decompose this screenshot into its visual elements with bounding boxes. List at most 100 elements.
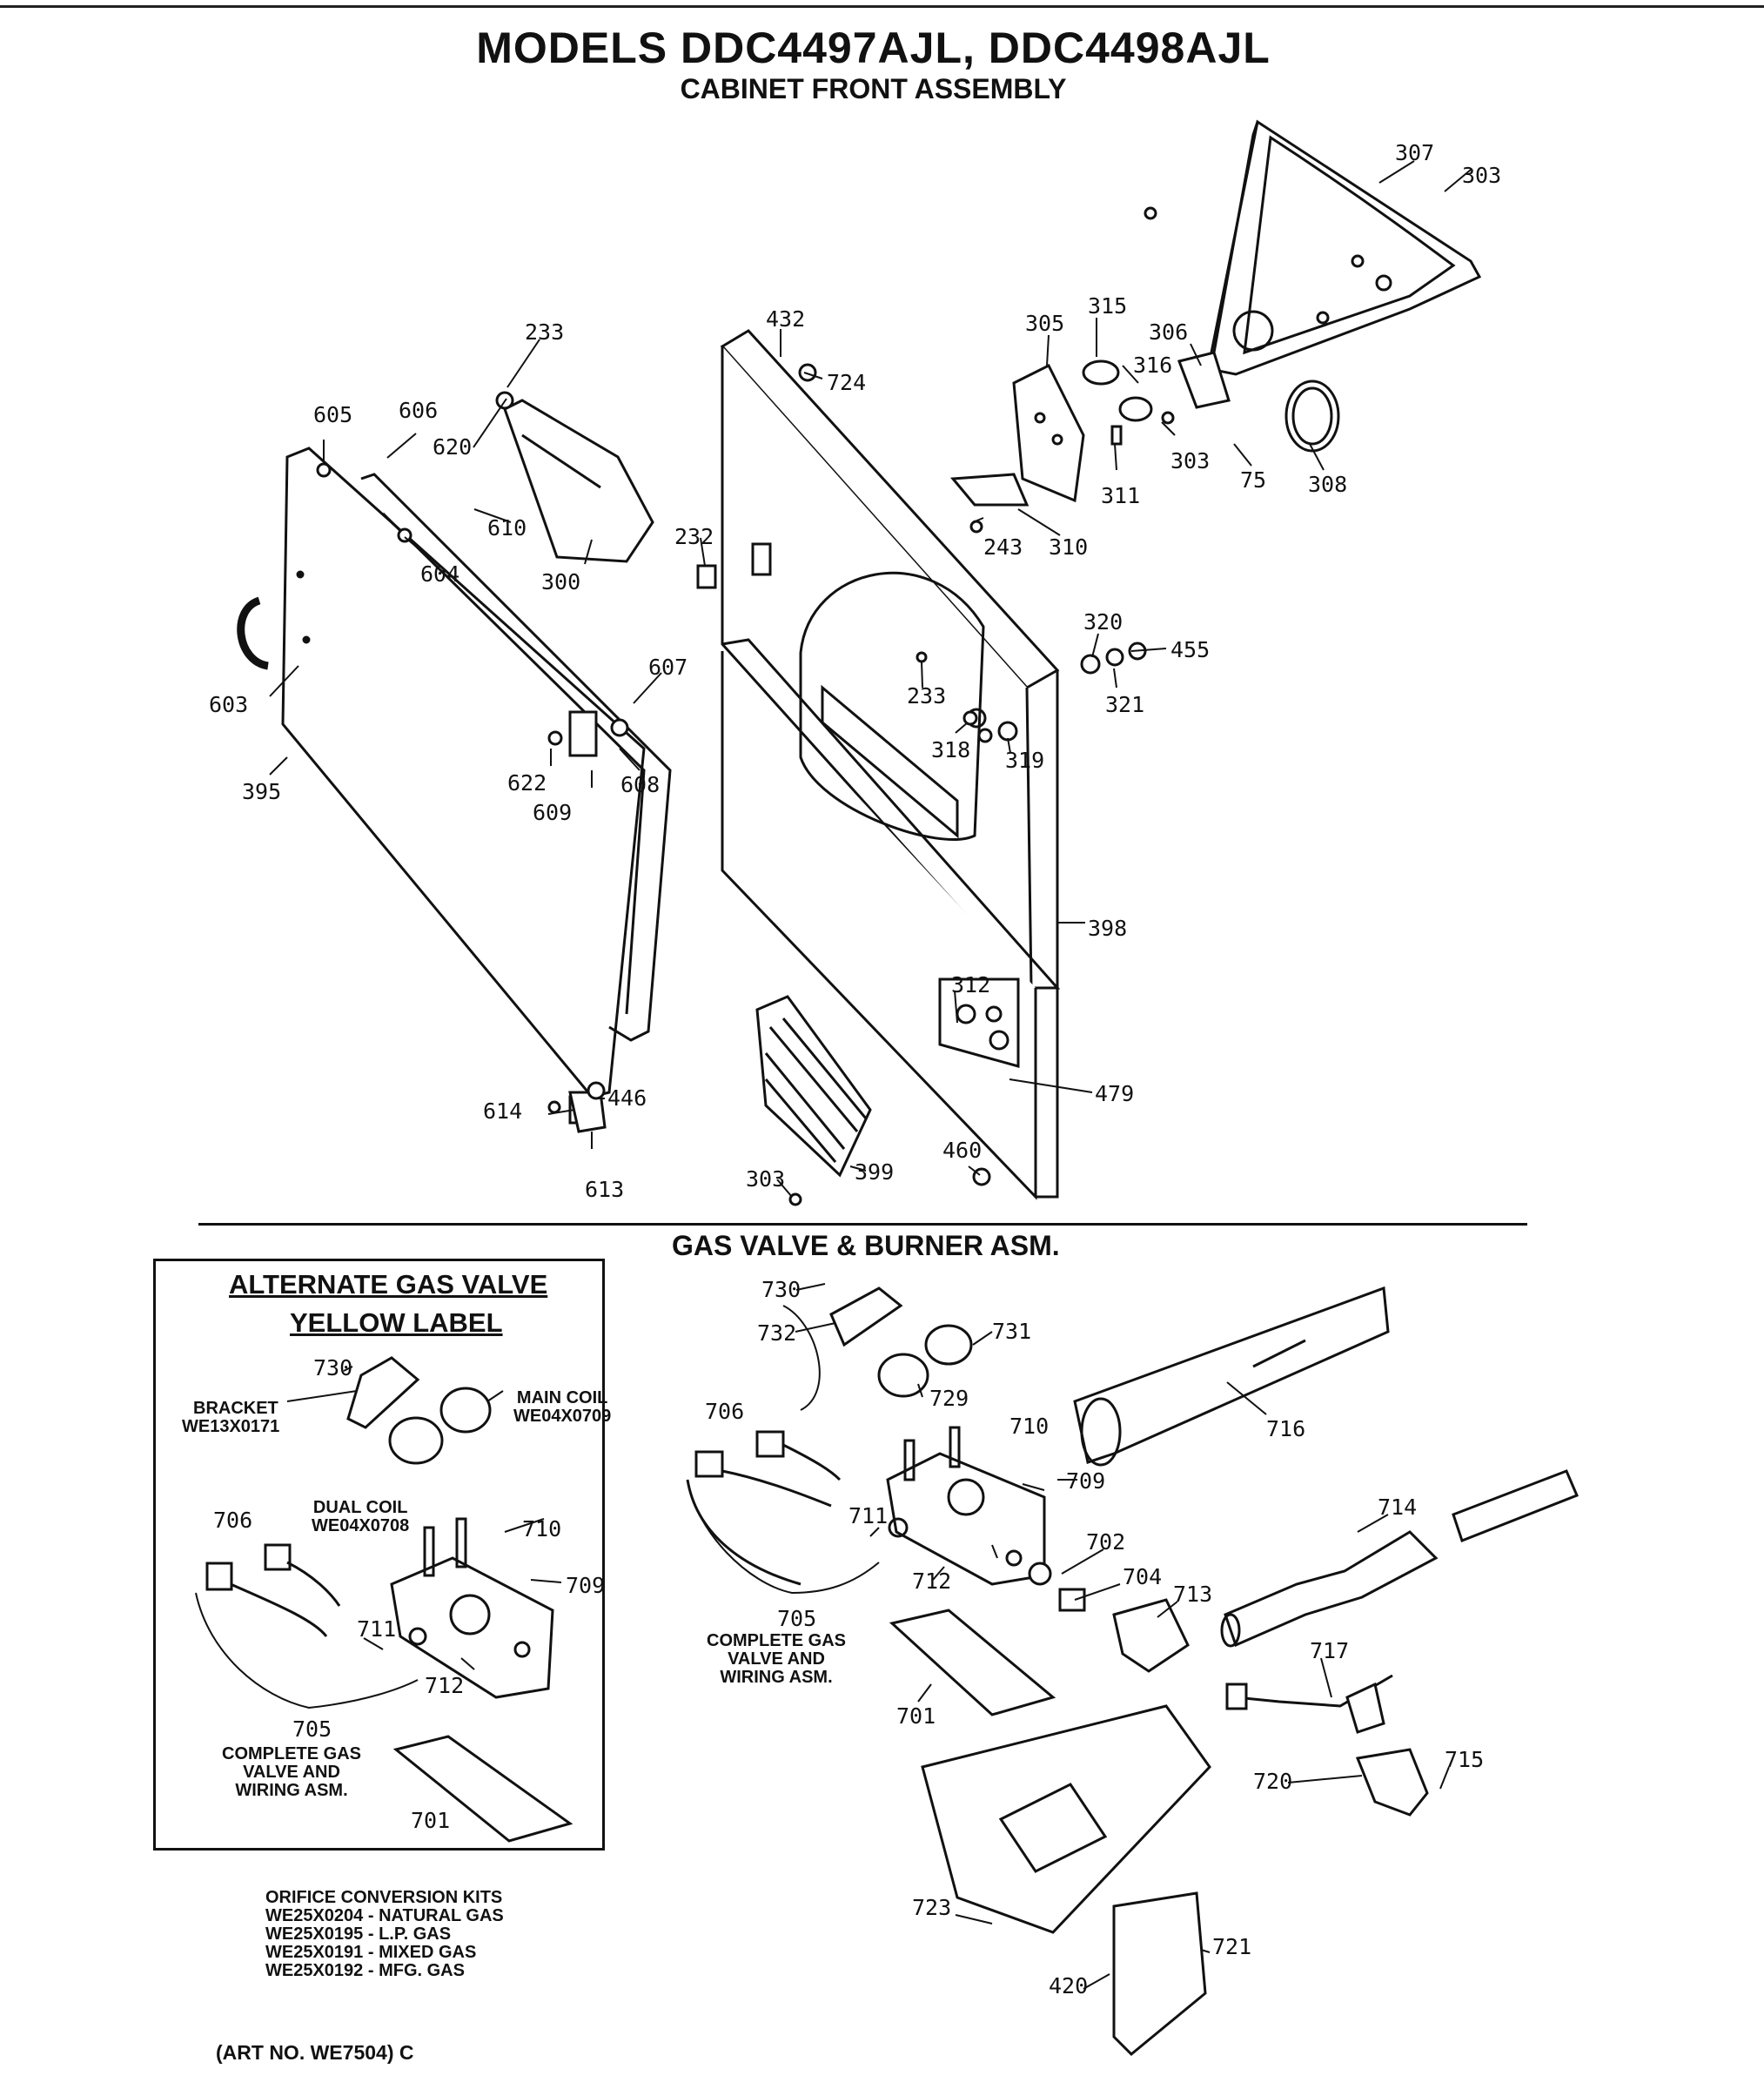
dual-coil-name: DUAL COIL <box>312 1498 408 1517</box>
kit-item: WE25X0204 - NATURAL GAS <box>265 1906 504 1925</box>
callout-232: 232 <box>674 524 714 549</box>
callout-729: 729 <box>929 1386 969 1411</box>
alt-complete-line2: VALVE AND <box>243 1763 340 1782</box>
callout-606: 606 <box>399 398 438 423</box>
alt-complete-asm-label: COMPLETE GAS VALVE AND WIRING ASM. <box>222 1745 361 1800</box>
callout-303: 303 <box>746 1166 785 1192</box>
callout-460: 460 <box>942 1138 982 1163</box>
callout-620: 620 <box>433 434 472 460</box>
callout-731: 731 <box>992 1319 1031 1344</box>
callout-622: 622 <box>507 770 547 796</box>
callout-712: 712 <box>425 1673 464 1698</box>
callout-702: 702 <box>1086 1529 1125 1555</box>
callout-labels: 307 303 305 315 306 316 303 75 308 311 2… <box>209 140 1501 1998</box>
callout-312: 312 <box>951 972 990 997</box>
callout-318: 318 <box>931 737 970 762</box>
bracket-310 <box>949 473 1030 507</box>
callout-706: 706 <box>213 1508 252 1533</box>
pipe-714 <box>1220 1469 1579 1648</box>
alternate-box-subtitle: YELLOW LABEL <box>290 1307 503 1338</box>
callout-305: 305 <box>1025 311 1064 336</box>
kit-item: WE25X0191 - MIXED GAS <box>265 1943 477 1962</box>
gas-valve-710 <box>886 1426 1046 1586</box>
section-divider <box>198 1223 1527 1226</box>
callout-706: 706 <box>705 1399 744 1424</box>
callout-710: 710 <box>1009 1414 1049 1439</box>
callout-311: 311 <box>1101 483 1140 508</box>
callout-233: 233 <box>525 319 564 345</box>
callout-310: 310 <box>1049 534 1088 560</box>
callout-723: 723 <box>912 1895 951 1920</box>
plate-305 <box>1012 363 1085 503</box>
cover-assembly-307 <box>1210 119 1482 376</box>
alt-coils <box>388 1387 492 1465</box>
gas-valve-heading: GAS VALVE & BURNER ASM. <box>672 1230 1060 1261</box>
callout-395: 395 <box>242 779 281 804</box>
kit-item: WE25X0192 - MFG. GAS <box>265 1961 465 1980</box>
callout-316: 316 <box>1133 353 1172 378</box>
callout-446: 446 <box>607 1085 647 1111</box>
callout-303: 303 <box>1462 163 1501 188</box>
callout-306: 306 <box>1149 319 1188 345</box>
dual-coil-part: WE04X0708 <box>312 1516 410 1535</box>
art-number: (ART NO. WE7504) C <box>216 2041 414 2064</box>
callout-724: 724 <box>827 370 866 395</box>
callout-320: 320 <box>1083 609 1123 635</box>
callout-319: 319 <box>1005 748 1044 773</box>
callout-321: 321 <box>1105 692 1144 717</box>
bracket-701 <box>889 1609 1056 1716</box>
callout-610: 610 <box>487 515 527 541</box>
callout-709: 709 <box>1066 1468 1105 1494</box>
burner-tube-716 <box>1073 1286 1390 1467</box>
alt-complete-line3: WIRING ASM. <box>235 1781 348 1800</box>
callout-233: 233 <box>907 683 946 709</box>
alt-complete-line1: COMPLETE GAS <box>222 1744 362 1763</box>
coils-729-731 <box>829 1286 973 1398</box>
callout-701: 701 <box>411 1808 450 1833</box>
kits-heading: ORIFICE CONVERSION KITS <box>265 1888 503 1907</box>
callout-604: 604 <box>420 561 459 587</box>
callout-455: 455 <box>1170 637 1210 662</box>
callout-717: 717 <box>1310 1638 1349 1663</box>
complete-line3: WIRING ASM. <box>720 1668 833 1687</box>
page-subtitle: CABINET FRONT ASSEMBLY <box>680 73 1067 104</box>
shield-720 <box>1355 1748 1429 1817</box>
callout-603: 603 <box>209 692 248 717</box>
burner-bracket-723 <box>921 1704 1211 1934</box>
callout-730: 730 <box>313 1355 352 1380</box>
callout-721: 721 <box>1212 1934 1251 1959</box>
ring-308 <box>1284 380 1340 453</box>
callout-315: 315 <box>1088 293 1127 319</box>
bracket-part: WE13X0171 <box>182 1417 280 1436</box>
handle-603 <box>237 596 270 670</box>
callout-720: 720 <box>1253 1769 1292 1794</box>
page-title: MODELS DDC4497AJL, DDC4498AJL <box>476 24 1271 72</box>
callout-300: 300 <box>541 569 580 594</box>
thermostat-315 <box>1082 359 1153 446</box>
front-panel-398 <box>720 329 1061 1200</box>
bracket-306 <box>1177 351 1231 409</box>
alt-wiring <box>205 1543 341 1637</box>
callout-398: 398 <box>1088 916 1127 941</box>
igniter-717 <box>1225 1674 1393 1734</box>
leader-lines <box>195 160 1472 1990</box>
callout-713: 713 <box>1173 1582 1212 1607</box>
callout-75: 75 <box>1240 467 1266 493</box>
dual-coil-label: DUAL COIL WE04X0708 <box>312 1499 409 1535</box>
callout-308: 308 <box>1308 472 1347 497</box>
callout-432: 432 <box>766 306 805 332</box>
callout-730: 730 <box>761 1277 801 1302</box>
bracket-label: BRACKET WE13X0171 <box>182 1399 279 1436</box>
bracket-name: BRACKET <box>193 1399 278 1418</box>
alternate-box-title: ALTERNATE GAS VALVE <box>229 1269 548 1300</box>
alt-bracket-701 <box>392 1735 573 1843</box>
top-rule <box>0 5 1764 8</box>
callout-712: 712 <box>912 1568 951 1594</box>
callout-705: 705 <box>777 1606 816 1631</box>
callout-715: 715 <box>1445 1747 1484 1772</box>
callout-399: 399 <box>855 1159 894 1185</box>
callout-714: 714 <box>1378 1495 1417 1520</box>
complete-line2: VALVE AND <box>728 1649 825 1669</box>
main-coil-part: WE04X0709 <box>513 1407 612 1426</box>
callout-608: 608 <box>620 772 660 797</box>
